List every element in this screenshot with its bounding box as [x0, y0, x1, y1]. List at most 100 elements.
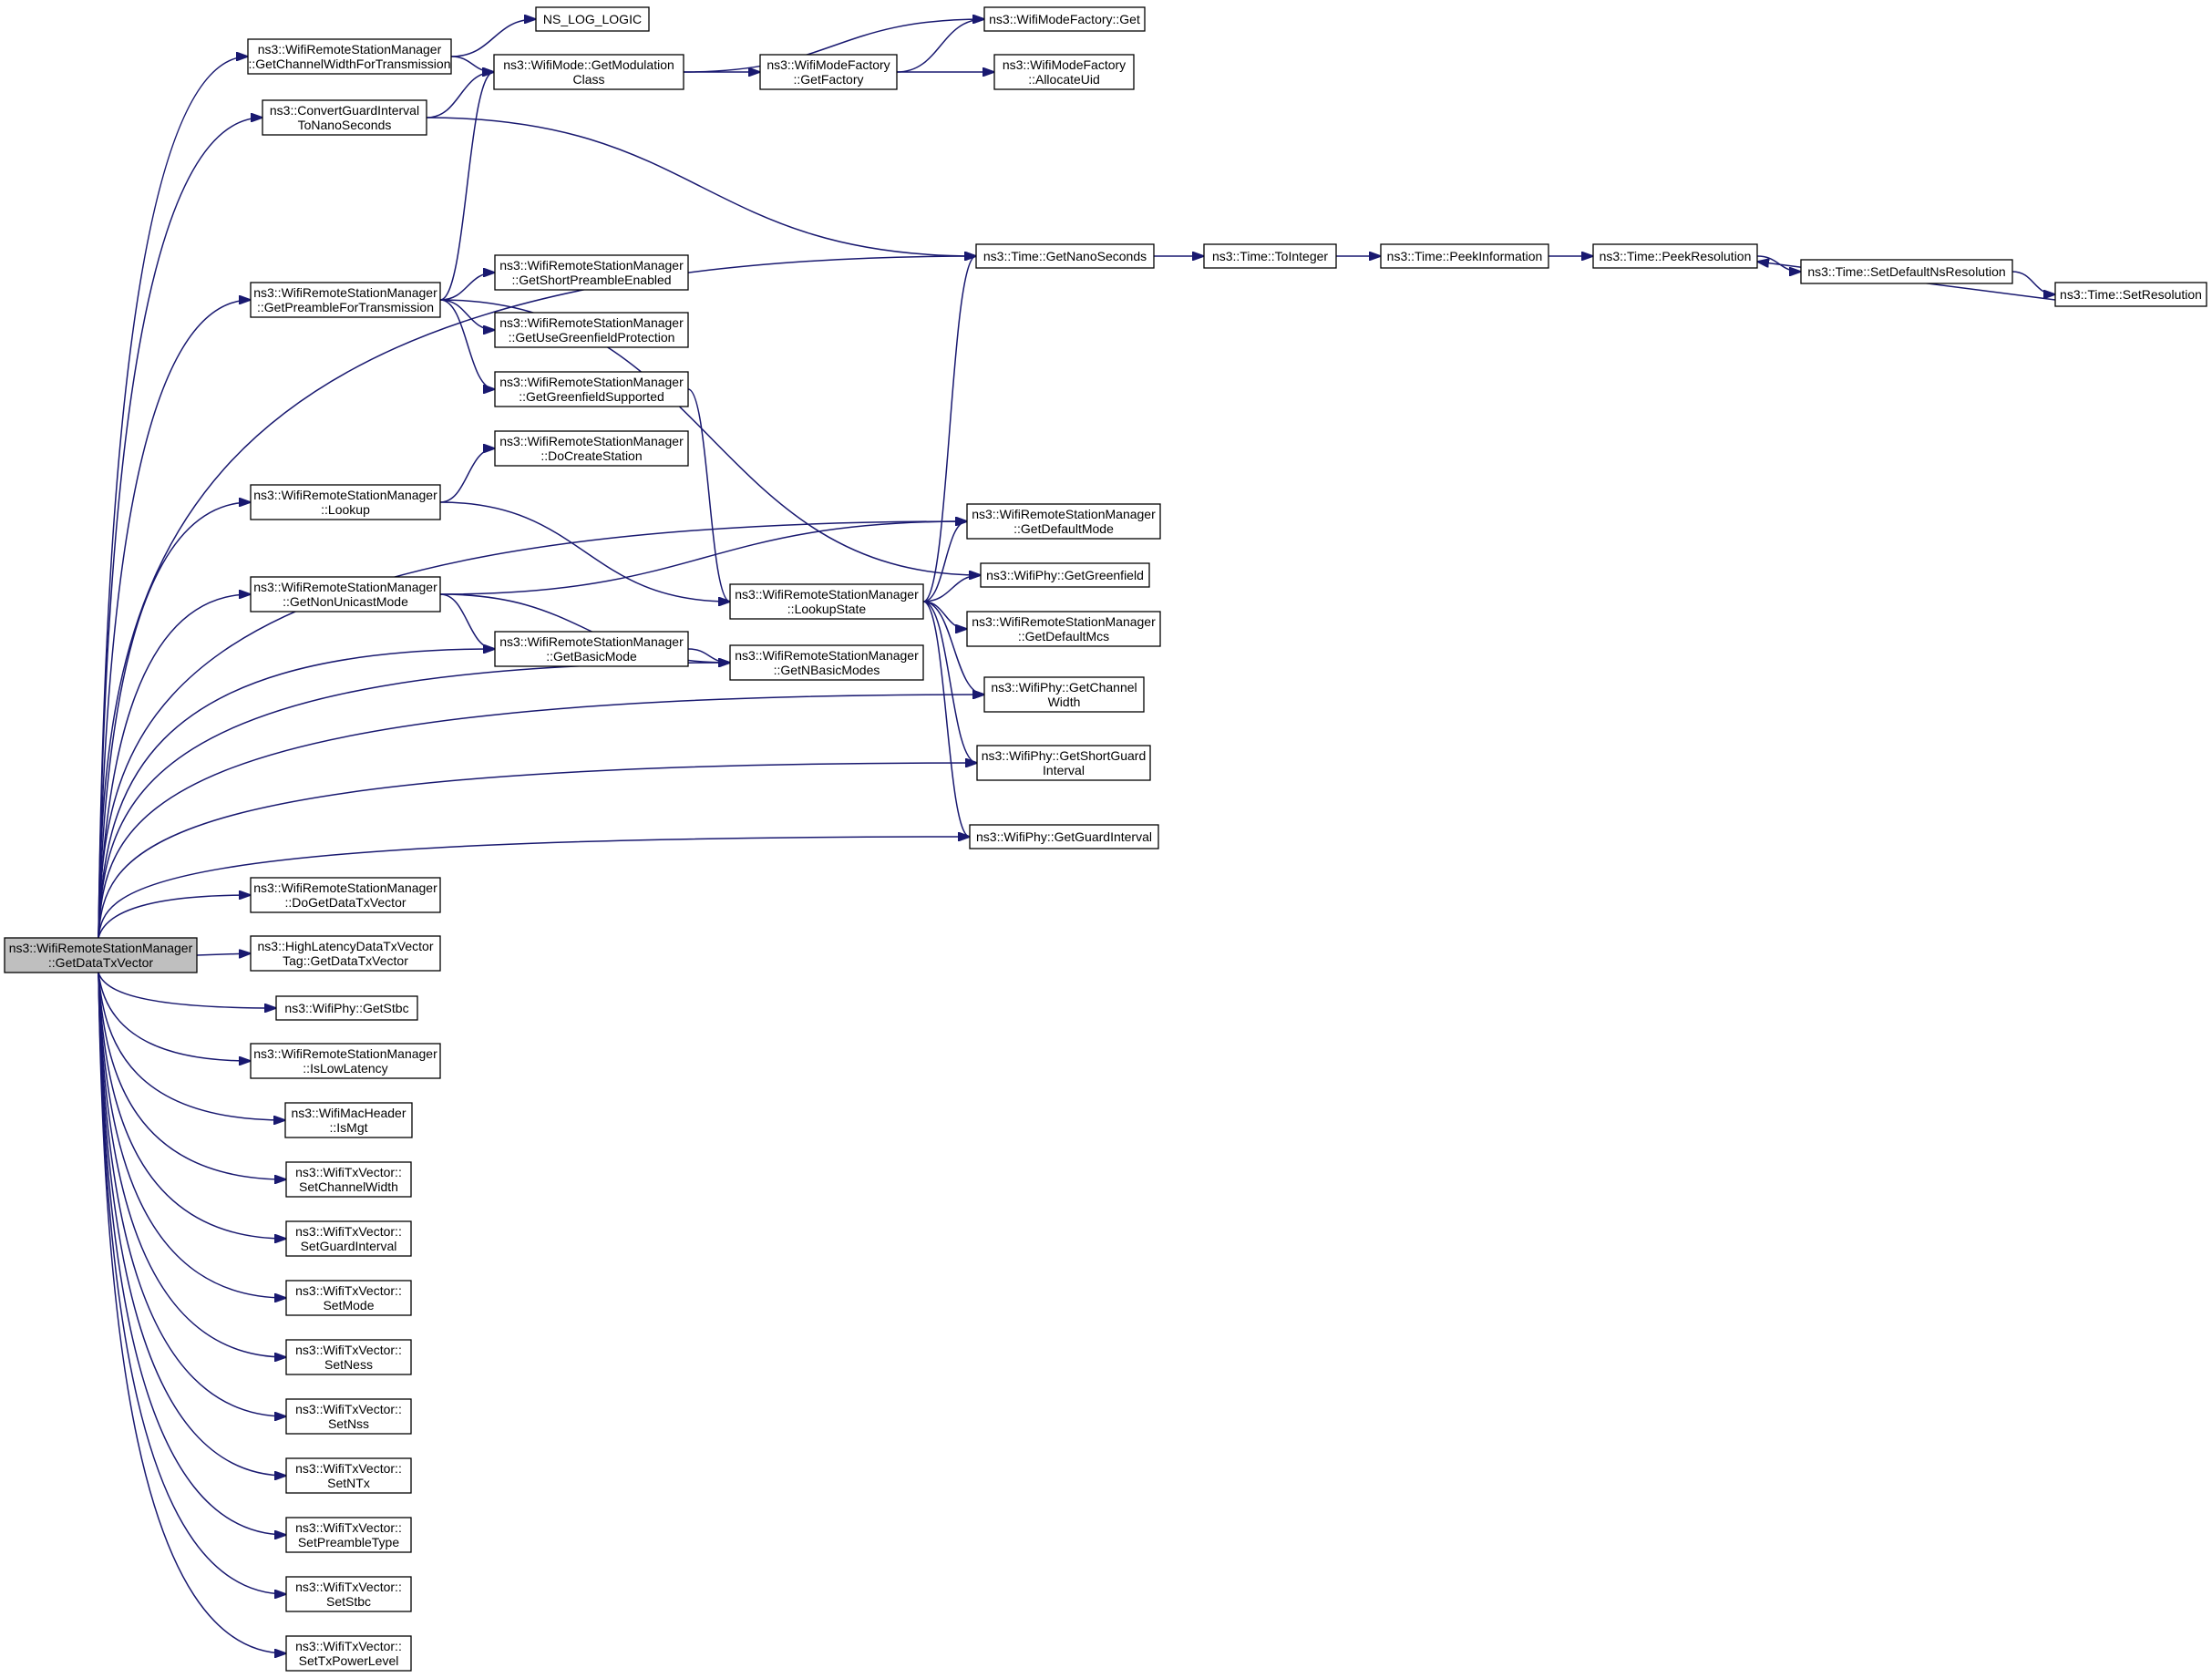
node-box: [494, 430, 689, 467]
node-getshortpreamble[interactable]: ns3::WifiRemoteStationManager::GetShortP…: [494, 254, 689, 291]
edge-getdatatxvector-to-convertguardinterval: [98, 118, 262, 939]
node-box: [285, 1161, 412, 1198]
node-label-line: ns3::WifiModeFactory: [1003, 57, 1126, 72]
node-time-setdefaultns[interactable]: ns3::Time::SetDefaultNsResolution: [1800, 259, 2013, 284]
edge-getmodulationclass-to-wmf-get: [683, 19, 984, 73]
node-tx-setness[interactable]: ns3::WifiTxVector::SetNess: [285, 1339, 412, 1375]
node-time-getnanoseconds[interactable]: ns3::Time::GetNanoSeconds: [975, 243, 1155, 269]
node-label-line: ::GetBasicMode: [546, 649, 637, 664]
node-label-line: ns3::WifiTxVector::: [295, 1283, 402, 1298]
node-label-line: ns3::WifiRemoteStationManager: [972, 507, 1156, 521]
node-label-line: ::LookupState: [787, 602, 867, 616]
edge-getdatatxvector-to-getnonunicastmode: [98, 594, 251, 939]
node-getnonunicastmode[interactable]: ns3::WifiRemoteStationManager::GetNonUni…: [250, 576, 441, 613]
node-label-line: ::Lookup: [321, 502, 370, 517]
edge-getdatatxvector-to-getdefaultmode: [98, 521, 967, 939]
node-tx-setmode[interactable]: ns3::WifiTxVector::SetMode: [285, 1280, 412, 1316]
node-label-line: ns3::WifiTxVector::: [295, 1461, 402, 1476]
node-box: [1592, 243, 1758, 269]
node-tx-setpreambletype[interactable]: ns3::WifiTxVector::SetPreambleType: [285, 1517, 412, 1553]
node-highlatency[interactable]: ns3::HighLatencyDataTxVectorTag::GetData…: [250, 935, 441, 972]
node-box: [1800, 259, 2013, 284]
node-wmf-allocateuid[interactable]: ns3::WifiModeFactory::AllocateUid: [993, 54, 1135, 90]
node-label-line: ns3::WifiRemoteStationManager: [499, 434, 684, 448]
edge-getdatatxvector-to-ismgt: [98, 972, 285, 1120]
node-dogetdatatxvector[interactable]: ns3::WifiRemoteStationManager::DoGetData…: [250, 877, 441, 913]
node-box: [285, 1220, 412, 1257]
node-tx-setstbc[interactable]: ns3::WifiTxVector::SetStbc: [285, 1576, 412, 1612]
node-label-line: ns3::Time::ToInteger: [1212, 249, 1328, 263]
node-lookupstate[interactable]: ns3::WifiRemoteStationManager::LookupSta…: [729, 583, 924, 620]
node-phy-getgreenfield[interactable]: ns3::WifiPhy::GetGreenfield: [980, 562, 1150, 588]
node-wmf-getfactory[interactable]: ns3::WifiModeFactory::GetFactory: [759, 54, 898, 90]
node-tx-setnss[interactable]: ns3::WifiTxVector::SetNss: [285, 1398, 412, 1435]
node-getgreenfieldsupported[interactable]: ns3::WifiRemoteStationManager::GetGreenf…: [494, 371, 689, 407]
node-lookup[interactable]: ns3::WifiRemoteStationManager::Lookup: [250, 484, 441, 520]
node-time-setresolution[interactable]: ns3::Time::SetResolution: [2054, 282, 2207, 307]
node-wmf-get[interactable]: ns3::WifiModeFactory::Get: [983, 6, 1146, 32]
node-label-line: Tag::GetDataTxVector: [283, 953, 408, 968]
edge-lookupstate-to-getdefaultmode: [922, 521, 967, 602]
node-label-line: ns3::WifiRemoteStationManager: [735, 587, 919, 602]
edge-getchannelwidthfortx-to-getmodulationclass: [450, 56, 494, 72]
edge-wmf-getfactory-to-wmf-get: [896, 19, 984, 73]
edge-lookupstate-to-phy-getchannelwidth: [922, 601, 984, 695]
node-tx-setguardinterval[interactable]: ns3::WifiTxVector::SetGuardInterval: [285, 1220, 412, 1257]
node-getbasicmode[interactable]: ns3::WifiRemoteStationManager::GetBasicM…: [494, 631, 689, 667]
node-getdatatxvector[interactable]: ns3::WifiRemoteStationManager::GetDataTx…: [4, 937, 198, 973]
node-box: [983, 676, 1145, 713]
node-label-line: ns3::Time::PeekInformation: [1387, 249, 1543, 263]
node-getnbasicmodes[interactable]: ns3::WifiRemoteStationManager::GetNBasic…: [729, 644, 924, 681]
node-getchannelwidthfortx[interactable]: ns3::WifiRemoteStationManager::GetChanne…: [247, 38, 452, 75]
node-label-line: ns3::WifiRemoteStationManager: [972, 614, 1156, 629]
node-box: [983, 6, 1146, 32]
node-box: [285, 1576, 412, 1612]
node-getdefaultmode[interactable]: ns3::WifiRemoteStationManager::GetDefaul…: [966, 503, 1161, 540]
edge-lookupstate-to-phy-getguardinterval: [922, 601, 970, 837]
node-label-line: ns3::WifiModeFactory::Get: [989, 12, 1140, 26]
node-label-line: SetNss: [328, 1416, 369, 1431]
node-box: [250, 484, 441, 520]
node-label-line: ns3::WifiRemoteStationManager: [499, 375, 684, 389]
node-tx-setntx[interactable]: ns3::WifiTxVector::SetNTx: [285, 1457, 412, 1494]
edge-getdatatxvector-to-getnbasicmodes: [98, 663, 730, 939]
node-box: [4, 937, 198, 973]
node-ns-log-logic[interactable]: NS_LOG_LOGIC: [535, 6, 650, 32]
node-box: [494, 312, 689, 348]
node-time-tointeger[interactable]: ns3::Time::ToInteger: [1203, 243, 1337, 269]
node-label-line: ns3::WifiRemoteStationManager: [253, 488, 437, 502]
node-getpreamblefortx[interactable]: ns3::WifiRemoteStationManager::GetPreamb…: [250, 282, 441, 318]
node-time-peekresolution[interactable]: ns3::Time::PeekResolution: [1592, 243, 1758, 269]
node-label-line: ns3::WifiRemoteStationManager: [9, 941, 193, 955]
node-label-line: ns3::WifiMode::GetModulation: [503, 57, 674, 72]
node-ismgt[interactable]: ns3::WifiMacHeader::IsMgt: [284, 1102, 413, 1138]
node-label-line: ns3::WifiPhy::GetShortGuard: [982, 748, 1147, 763]
node-islowlatency[interactable]: ns3::WifiRemoteStationManager::IsLowLate…: [250, 1043, 441, 1079]
node-tx-setchannelwidth[interactable]: ns3::WifiTxVector::SetChannelWidth: [285, 1161, 412, 1198]
edge-getdatatxvector-to-tx-settxpowerlevel: [98, 972, 286, 1653]
node-box: [535, 6, 650, 32]
node-label-line: ToNanoSeconds: [298, 118, 392, 132]
node-getdefaultmcs[interactable]: ns3::WifiRemoteStationManager::GetDefaul…: [966, 611, 1161, 647]
node-phy-getguardinterval[interactable]: ns3::WifiPhy::GetGuardInterval: [969, 824, 1159, 849]
edge-getdatatxvector-to-dogetdatatxvector: [98, 895, 251, 939]
node-phy-getchannelwidth[interactable]: ns3::WifiPhy::GetChannelWidth: [983, 676, 1145, 713]
node-time-peekinformation[interactable]: ns3::Time::PeekInformation: [1380, 243, 1549, 269]
node-phy-getstbc[interactable]: ns3::WifiPhy::GetStbc: [275, 995, 418, 1021]
node-label-line: ns3::WifiRemoteStationManager: [253, 880, 437, 895]
node-getusegreenfield[interactable]: ns3::WifiRemoteStationManager::GetUseGre…: [494, 312, 689, 348]
node-box: [759, 54, 898, 90]
node-label-line: ::GetPreambleForTransmission: [257, 300, 434, 314]
node-tx-settxpowerlevel[interactable]: ns3::WifiTxVector::SetTxPowerLevel: [285, 1635, 412, 1672]
node-docreatestation[interactable]: ns3::WifiRemoteStationManager::DoCreateS…: [494, 430, 689, 467]
node-box: [966, 503, 1161, 540]
node-box: [285, 1517, 412, 1553]
node-label-line: SetPreambleType: [298, 1535, 399, 1549]
node-label-line: ns3::WifiPhy::GetGreenfield: [986, 568, 1144, 582]
node-label-line: ::IsLowLatency: [303, 1061, 387, 1076]
node-label-line: ns3::WifiRemoteStationManager: [258, 42, 442, 57]
node-label-line: ns3::Time::PeekResolution: [1600, 249, 1752, 263]
